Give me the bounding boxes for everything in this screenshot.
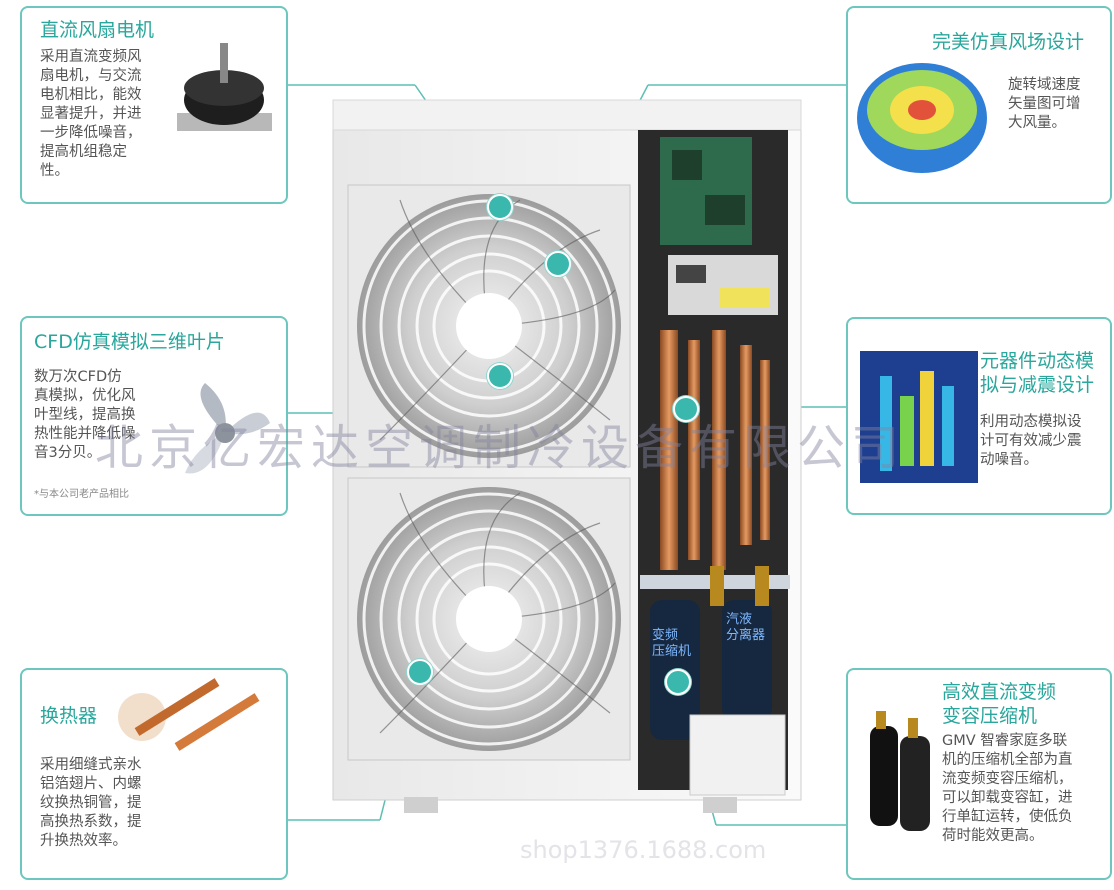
fan-motor-body: 采用直流变频风 扇电机，与交流 电机相比，能效 显著提升，并进 一步降低噪音， … bbox=[40, 49, 142, 179]
compressor-label: 变频 压缩机 bbox=[652, 628, 692, 659]
component-simulation-image bbox=[860, 351, 978, 483]
blade-image bbox=[185, 383, 270, 474]
callout-dot-component bbox=[673, 396, 699, 422]
wind-field-image bbox=[857, 63, 987, 173]
callout-dot-compressor bbox=[665, 669, 691, 695]
fan-motor-image bbox=[177, 43, 272, 131]
wind-field-title: 完美仿真风场设计 bbox=[932, 31, 1085, 53]
callout-dot-fan-motor bbox=[487, 194, 513, 220]
internal-compartment bbox=[638, 130, 790, 796]
callout-dot-blade bbox=[487, 363, 513, 389]
card-fan-motor: 直流风扇电机 采用直流变频风 扇电机，与交流 电机相比，能效 显著提升，并进 一… bbox=[20, 6, 288, 204]
card-blade: CFD仿真模拟三维叶片 数万次CFD仿 真模拟，优化风 叶型线，提高换 热性能并… bbox=[20, 316, 288, 516]
card-compressor: 高效直流变频 变容压缩机 GMV 智睿家庭多联 机的压缩机全部为直 流变频变容压… bbox=[846, 668, 1112, 880]
component-body: 利用动态模拟设 计可有效减少震 动噪音。 bbox=[980, 414, 1082, 468]
compressor-body: GMV 智睿家庭多联 机的压缩机全部为直 流变频变容压缩机， 可以卸载变容缸，进… bbox=[942, 733, 1073, 844]
card-heat-exchanger: 换热器 采用细缝式亲水 铝箔翅片、内螺 纹换热铜管，提 高换热系数，提 升换热效… bbox=[20, 668, 288, 880]
callout-dot-wind-field bbox=[545, 251, 571, 277]
blade-title: CFD仿真模拟三维叶片 bbox=[34, 331, 225, 353]
card-component: 元器件动态模 拟与减震设计 利用动态模拟设 计可有效减少震 动噪音。 bbox=[846, 317, 1112, 515]
separator-label: 汽液 分离器 bbox=[726, 612, 766, 643]
card-wind-field: 完美仿真风场设计 旋转域速度 矢量图可增 大风量。 bbox=[846, 6, 1112, 204]
component-title: 元器件动态模 拟与减震设计 bbox=[980, 350, 1095, 396]
fan-motor-title: 直流风扇电机 bbox=[40, 19, 155, 41]
watermark: 北京亿宏达空调制冷设备有限公司 bbox=[95, 420, 906, 476]
heat-exchanger-title: 换热器 bbox=[40, 705, 98, 727]
blade-note: *与本公司老产品相比 bbox=[34, 489, 129, 500]
compressor-title: 高效直流变频 变容压缩机 bbox=[942, 681, 1057, 727]
blade-body: 数万次CFD仿 真模拟，优化风 叶型线，提高换 热性能并降低噪 音3分贝。 bbox=[34, 369, 136, 461]
heat-exchanger-body: 采用细缝式亲水 铝箔翅片、内螺 纹换热铜管，提 高换热系数，提 升换热效率。 bbox=[40, 757, 142, 849]
callout-dot-heat-exchanger bbox=[407, 659, 433, 685]
watermark-small: shop1376.1688.com bbox=[520, 836, 767, 864]
copper-pipe-image bbox=[118, 678, 260, 751]
lower-fan-grille bbox=[347, 477, 631, 761]
wind-field-body: 旋转域速度 矢量图可增 大风量。 bbox=[1008, 77, 1081, 131]
compressor-image bbox=[870, 711, 930, 831]
